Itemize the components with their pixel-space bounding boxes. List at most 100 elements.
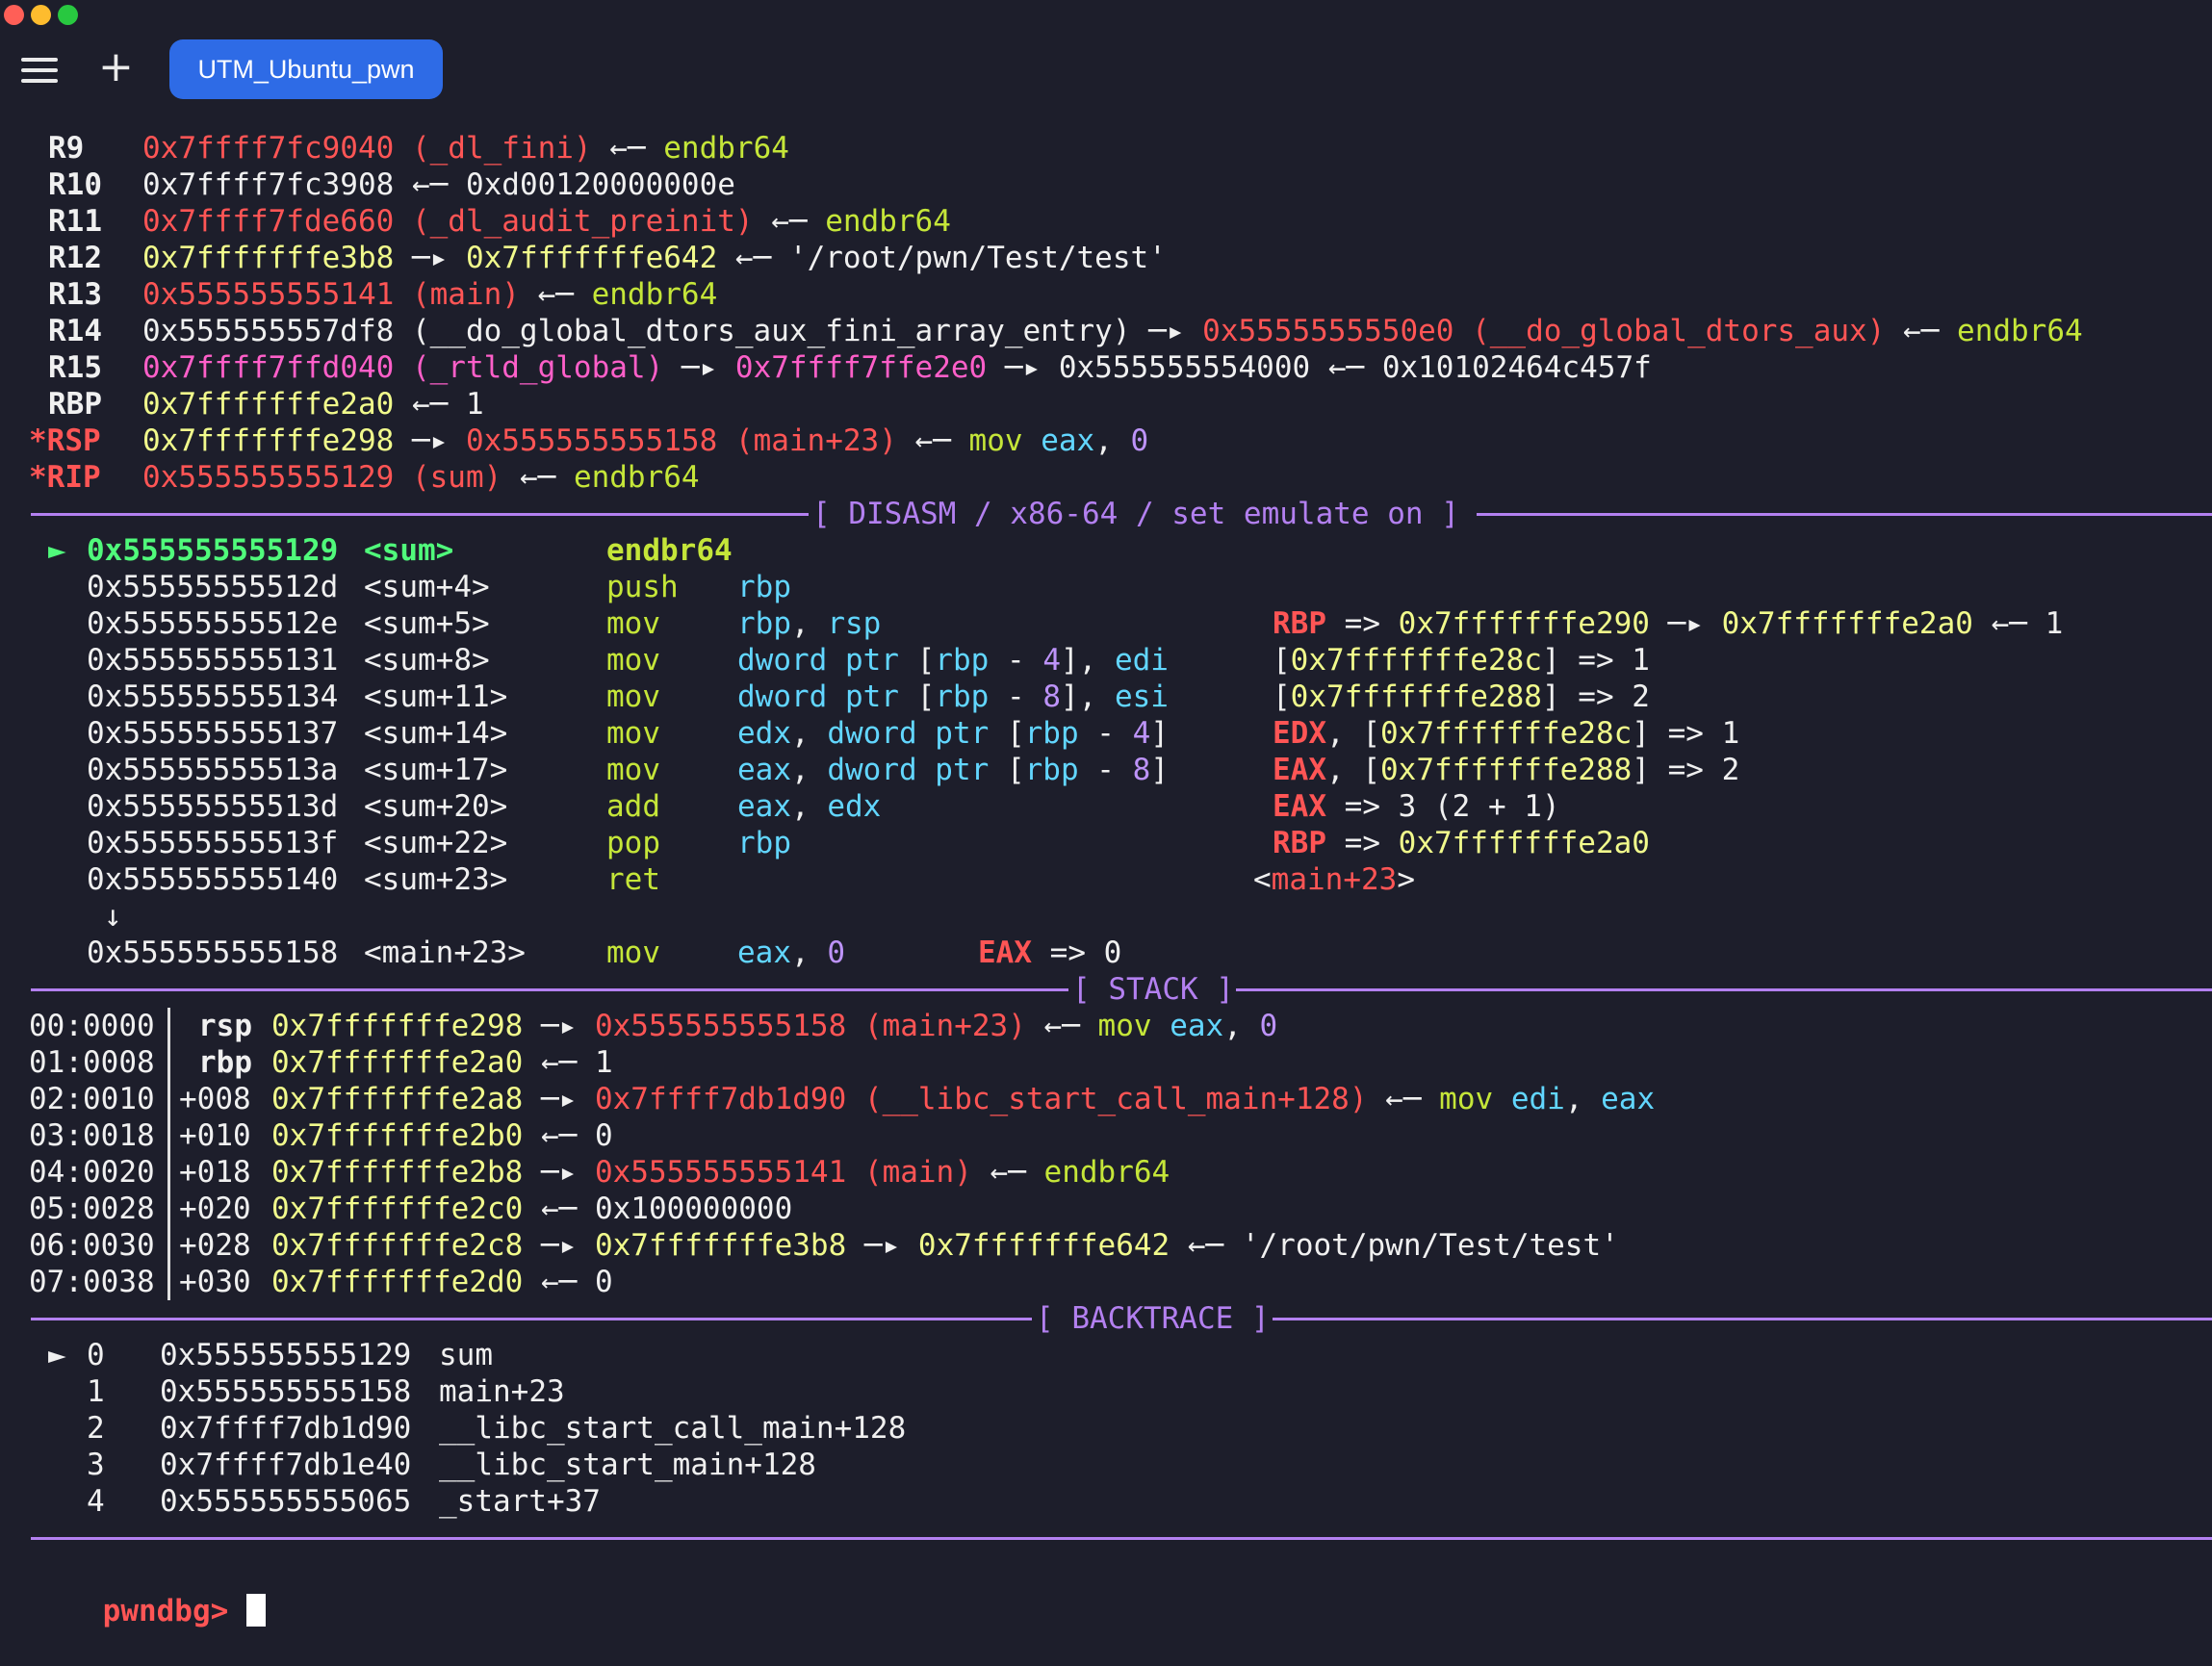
operand-part: ,	[791, 753, 828, 787]
operand-part: ,	[791, 936, 828, 970]
stack-index: 07:0038	[29, 1265, 155, 1299]
stack-value-part: '/root/pwn/Test/test'	[1241, 1228, 1619, 1263]
operand-part: dword ptr	[827, 716, 1007, 751]
emulation-note: RBP => 0x7fffffffe290 ─▸ 0x7fffffffe2a0 …	[1273, 605, 2063, 642]
stack-value-part: ←─	[971, 1155, 1044, 1190]
register-value-part: ←─	[1885, 314, 1958, 348]
stack-value-part: ─▸	[523, 1155, 595, 1190]
frame-symbol: sum	[439, 1338, 493, 1372]
operand-part: dword ptr	[737, 643, 917, 678]
register-value-part: eax	[1041, 423, 1095, 458]
operand-part: ,	[791, 716, 828, 751]
note-part: 0x7fffffffe28c	[1380, 716, 1633, 751]
stack-value-part: ←─	[1170, 1228, 1242, 1263]
register-value-part: ←─	[502, 460, 574, 495]
operand-part: 4	[1042, 643, 1061, 678]
register-value-part: 0	[1130, 423, 1149, 458]
instruction-mnemonic: pop	[606, 826, 660, 860]
register-value-part: endbr64	[591, 277, 718, 312]
note-part: , [	[1326, 753, 1380, 787]
register-value-part: 0x10102464c457f	[1381, 350, 1652, 385]
instruction-symbol: <sum+14>	[364, 716, 508, 751]
frame-address: 0x7ffff7db1e40	[160, 1448, 412, 1482]
operand-part: ],	[1060, 679, 1115, 714]
stack-index: 03:0018	[29, 1118, 155, 1153]
stack-value-part: 0x555555555141 (main)	[594, 1155, 972, 1190]
operand-part: [	[916, 643, 936, 678]
instruction-address: 0x55555555512e	[87, 606, 339, 641]
close-window-button[interactable]	[4, 5, 24, 25]
note-part: 0x7fffffffe290	[1398, 606, 1650, 641]
stack-value: 0x7fffffffe2b0 ←─ 0	[271, 1117, 613, 1154]
register-name: R14	[48, 314, 102, 348]
register-name: R15	[48, 350, 102, 385]
note-part: EAX	[978, 936, 1032, 970]
register-row: R14 0x555555557df8 (__do_global_dtors_aux…	[31, 313, 2212, 349]
instruction-operands: eax, edx	[737, 788, 881, 825]
note-part: => 3 (2 + 1)	[1326, 789, 1560, 824]
emulation-note: EAX => 0	[978, 935, 1121, 971]
stack-value-part: ─▸	[846, 1228, 918, 1263]
frame-number: 3	[87, 1448, 105, 1482]
note-part: main+23	[1271, 862, 1398, 897]
disasm-row: 0x555555555140<sum+23>ret<main+23>	[31, 861, 2212, 898]
frame-address: 0x555555555129	[160, 1338, 412, 1372]
command-prompt[interactable]: pwndbg>	[31, 1556, 2212, 1628]
instruction-symbol: <sum+11>	[364, 679, 508, 714]
stack-offset: +010	[179, 1118, 251, 1153]
stack-value: 0x7fffffffe298 ─▸ 0x555555555158 (main+2…	[271, 1008, 1277, 1044]
note-part: 0x7fffffffe28c	[1290, 643, 1542, 678]
operand-part: rbp	[737, 570, 791, 604]
backtrace-separator: [ BACKTRACE ]	[31, 1300, 2212, 1337]
register-value-part: 0x7fffffffe3b8	[142, 241, 395, 275]
disasm-header: [ DISASM / x86-64 / set emulate on ]	[812, 497, 1459, 531]
register-value-part: 1	[465, 387, 484, 422]
instruction-mnemonic: ret	[606, 862, 660, 897]
frame-number: 0	[87, 1338, 105, 1372]
stack-value-part: 0x7fffffffe2b8	[271, 1155, 524, 1190]
register-name: R10	[48, 167, 102, 202]
instruction-mnemonic: mov	[606, 643, 660, 678]
instruction-symbol: <main+23>	[364, 936, 526, 970]
register-name: R13	[48, 277, 102, 312]
operand-part: [	[1006, 716, 1025, 751]
register-value: 0x7ffff7ffd040 (_rtld_global) ─▸ 0x7ffff…	[142, 349, 1652, 386]
hamburger-icon[interactable]	[21, 58, 58, 83]
instruction-operands: rbp	[737, 569, 791, 605]
instruction-operands: dword ptr [rbp - 4], edi	[737, 642, 1169, 679]
operand-part: eax	[737, 789, 791, 824]
frame-number: 1	[87, 1374, 105, 1409]
plus-icon[interactable]: +	[98, 42, 134, 91]
register-value-part: ←─	[394, 387, 466, 422]
operand-part: ,	[791, 789, 828, 824]
instruction-symbol: <sum+17>	[364, 753, 508, 787]
stack-value-part: endbr64	[1043, 1155, 1170, 1190]
zoom-window-button[interactable]	[58, 5, 78, 25]
stack-index: 00:0000	[29, 1009, 155, 1043]
note-part: 0x7fffffffe288	[1380, 753, 1633, 787]
text-cursor[interactable]	[245, 1594, 266, 1627]
stack-offset: rbp	[198, 1045, 252, 1080]
instruction-symbol: <sum+23>	[364, 862, 508, 897]
register-value: 0x555555555129 (sum) ←─ endbr64	[142, 459, 700, 496]
minimize-window-button[interactable]	[31, 5, 51, 25]
register-value-part: 0x555555557df8 (__do_global_dtors_aux_fi…	[142, 314, 1131, 348]
operand-part: ]	[1150, 716, 1169, 751]
note-part: , [	[1326, 716, 1380, 751]
tab-utm-ubuntu-pwn[interactable]: UTM_Ubuntu_pwn	[169, 39, 443, 99]
stack-offset: +018	[179, 1155, 251, 1190]
register-value-part: 0x555555555158 (main+23)	[465, 423, 897, 458]
register-value-part: '/root/pwn/Test/test'	[788, 241, 1167, 275]
stack-value-part: 0x7ffff7db1d90 (__libc_start_call_main+1…	[594, 1082, 1368, 1116]
register-value-part: endbr64	[573, 460, 700, 495]
register-name: R12	[48, 241, 102, 275]
instruction-operands: eax, dword ptr [rbp - 8]	[737, 752, 1169, 788]
register-value-part: 0x7fffffffe642	[465, 241, 718, 275]
stack-offset: +020	[179, 1192, 251, 1226]
